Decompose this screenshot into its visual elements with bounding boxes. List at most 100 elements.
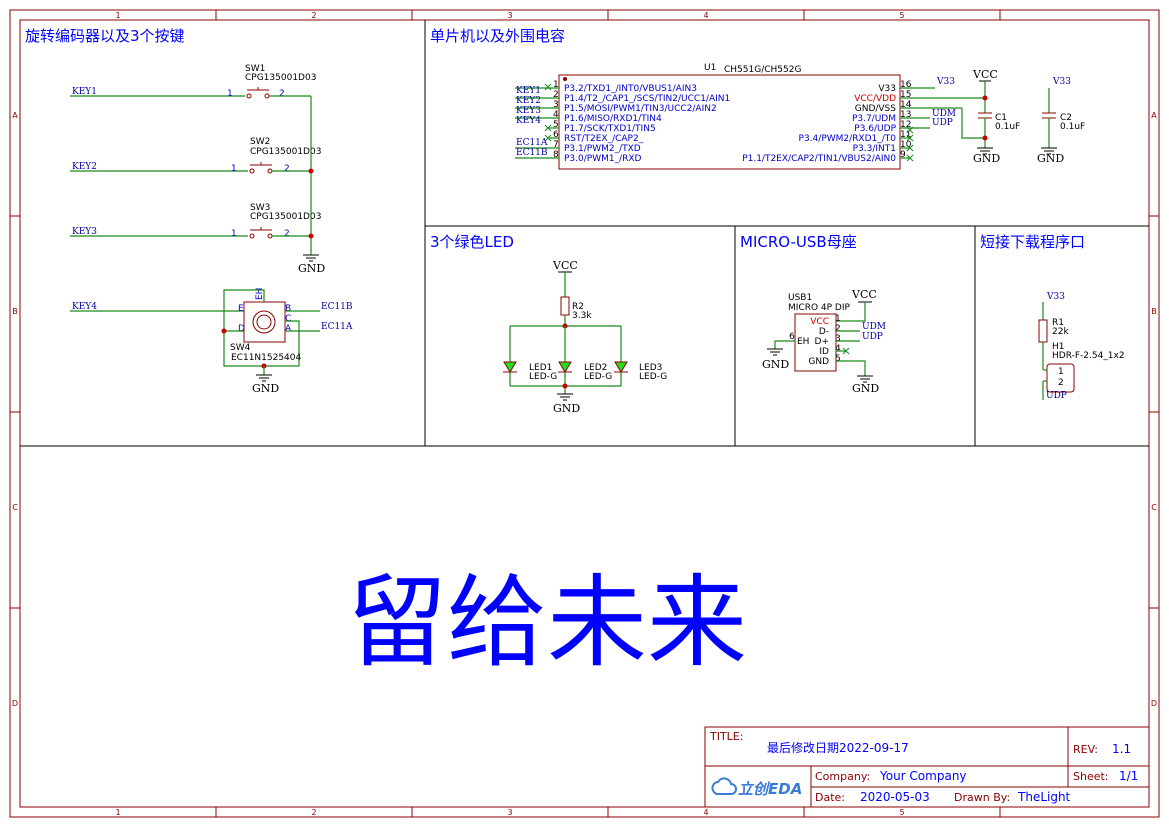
mcu-c1-gnd: GND (973, 152, 1000, 165)
download-r1-ref: R1 (1052, 318, 1064, 328)
usb-net-udp: UDP (862, 332, 883, 342)
sw4-net-ec11a: EC11A (321, 322, 353, 332)
led1: LED1 LED-G (503, 361, 557, 382)
mcu-pin-9-num: 9 (900, 150, 906, 160)
sw1-pin2: 2 (279, 89, 285, 99)
mcu-pin-4-name: P1.6/MISO/RXD1/TIN4 (564, 114, 662, 124)
download-section: 短接下载程序口 V33 R1 22k H1 HDR-F-2.54_1x2 1 2… (980, 233, 1125, 401)
usb-section-title: MICRO-USB母座 (740, 233, 857, 251)
led3-ref: LED3 (639, 363, 662, 373)
frame-col-label-1: 1 (115, 11, 120, 20)
usb-section: MICRO-USB母座 USB1 MICRO 4P DIP VCC VCC D-… (740, 233, 886, 395)
sheet-label: Sheet: (1073, 770, 1109, 783)
sw4-pin-d: D (238, 324, 245, 334)
led-r2-value: 3.3k (572, 311, 592, 321)
mcu-pin-3-num: 3 (553, 100, 559, 110)
sw3-ref: SW3 (250, 203, 270, 213)
sw2-pin2: 2 (284, 164, 290, 174)
sw2-net-label: KEY2 (72, 162, 97, 172)
led-r2-ref: R2 (572, 302, 584, 312)
usb-vcc-label: VCC (851, 288, 877, 301)
mcu-pin-16-num: 16 (900, 80, 912, 90)
usb-pin-4-name: ID (819, 347, 829, 357)
mcu-pin-6-num: 6 (553, 130, 559, 140)
mcu-pin-2-num: 2 (553, 90, 559, 100)
encoder-section-title: 旋转编码器以及3个按键 (25, 27, 185, 45)
mcu-c1-ref: C1 (995, 113, 1007, 123)
sheet-value: 1/1 (1119, 769, 1138, 783)
mcu-pin-4-num: 4 (553, 110, 559, 120)
sw1-part: CPG135001D03 (245, 73, 316, 83)
mcu-pin-1-name: P3.2/TXD1_/INT0/VBUS1/AIN3 (564, 84, 697, 94)
title-block: TITLE: 最后修改日期2022-09-17 REV: 1.1 立创EDA C… (704, 726, 1150, 808)
encoder-gnd-label: GND (298, 262, 325, 275)
frame-col-label-5-bottom: 5 (899, 808, 904, 817)
mcu-pin-10-num: 10 (900, 140, 912, 150)
mcu-pin-3-name: P1.5/MOSI/PWM1/TIN3/UCC2/AIN2 (564, 104, 717, 114)
led1-ref: LED1 (529, 363, 552, 373)
frame-row-label-b: B (12, 307, 18, 316)
led-r2-body (560, 296, 570, 316)
mcu-pin-10-name: P3.3/INT1 (853, 144, 896, 154)
mcu-net-udm: UDM (932, 109, 956, 119)
mcu-pin-15-num: 15 (900, 90, 911, 100)
download-section-title: 短接下载程序口 (980, 233, 1085, 251)
drawing-frame: 1 2 3 4 5 1 2 3 4 5 A B C D A B C D (9, 9, 1160, 818)
sw3-part: CPG135001D03 (250, 212, 321, 222)
cloud-icon (711, 777, 737, 796)
led-section: 3个绿色LED VCC R2 3.3k LED1 LED-G LED2 LED-… (430, 233, 667, 415)
mcu-pin-13-num: 13 (900, 110, 911, 120)
encoder-section: 旋转编码器以及3个按键 KEY1 SW1 CPG135001D03 1 2 KE… (25, 27, 353, 395)
frame-row-label-a-right: A (1151, 111, 1157, 120)
frame-col-label-3-bottom: 3 (507, 808, 512, 817)
title-label: TITLE: (709, 730, 743, 743)
mcu-pin-5-name: P1.7/SCK/TXD1/TIN5 (564, 124, 656, 134)
sw4-pin-eh: EH (255, 288, 265, 300)
usb-pin-1-name: VCC (810, 317, 829, 327)
frame-row-label-c: C (12, 503, 18, 512)
frame-col-label-2-bottom: 2 (311, 808, 316, 817)
download-h1-ref: H1 (1052, 342, 1065, 352)
frame-row-label-d-right: D (1151, 699, 1157, 708)
sw2-pin1: 1 (231, 164, 237, 174)
frame-col-label-2: 2 (311, 11, 316, 20)
usb-pin-5-name: GND (808, 357, 829, 367)
mcu-right-pins: V33 VCC/VDD GND/VSS P3.7/UDM P3.6/UDP P3… (742, 77, 985, 164)
led3-part: LED-G (639, 372, 667, 382)
mcu-pin-11-num: 11 (900, 130, 911, 140)
sw3-net-label: KEY3 (72, 227, 97, 237)
sw4-encoder: KEY4 E D B C A EH EC11B EC11A SW4 EC11N1… (70, 288, 353, 395)
rev-label: REV: (1073, 743, 1098, 756)
mcu-net-key3: KEY3 (516, 106, 541, 116)
frame-row-label-d: D (12, 699, 18, 708)
led-section-title: 3个绿色LED (430, 233, 514, 251)
mcu-net-key4: KEY4 (516, 116, 541, 126)
sw4-pin-c: C (285, 314, 291, 324)
mcu-pin-5-num: 5 (553, 120, 559, 130)
date-value: 2020-05-03 (860, 790, 930, 804)
sw2: KEY2 SW2 CPG135001D03 1 2 (70, 137, 321, 174)
usb-eh-name: EH (797, 337, 809, 347)
usb-pin-2-name: D- (819, 327, 829, 337)
mcu-left-pins: P3.2/TXD1_/INT0/VBUS1/AIN3 P1.4/T2_/CAP1… (515, 80, 730, 164)
sw4-pin-b: B (285, 304, 291, 314)
led2-part: LED-G (584, 372, 612, 382)
sw4-net-ec11b: EC11B (321, 302, 353, 312)
frame-col-label-5: 5 (899, 11, 904, 20)
sw4-pin-e: E (238, 304, 244, 314)
frame-col-label-4-bottom: 4 (703, 808, 708, 817)
sw4-ref: SW4 (230, 343, 251, 353)
sw1-pin1: 1 (227, 89, 233, 99)
usb-pin-2-num: 2 (835, 324, 841, 334)
usb-ref: USB1 (788, 293, 812, 303)
mcu-net-udp: UDP (932, 118, 953, 128)
section-dividers (20, 20, 1149, 447)
company-value: Your Company (879, 769, 967, 783)
mcu-c2-ref: C2 (1060, 113, 1072, 123)
drawn-label: Drawn By: (954, 791, 1010, 804)
led2: LED2 LED-G (558, 361, 612, 382)
sw3-pin1: 1 (231, 229, 237, 239)
download-r1-value: 22k (1052, 327, 1069, 337)
mcu-pin-1-num: 1 (553, 80, 559, 90)
